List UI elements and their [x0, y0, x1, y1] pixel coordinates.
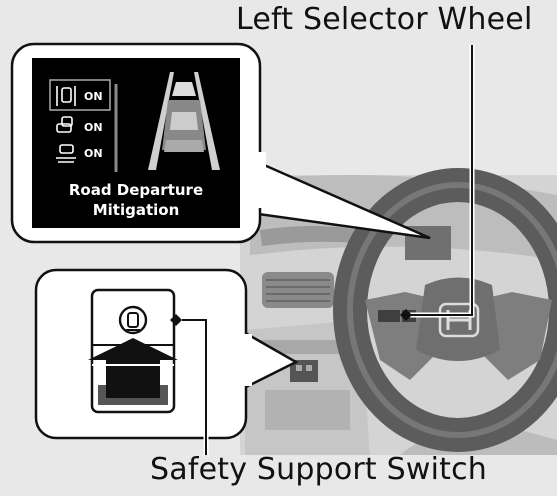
left-selector-wheel-label: Left Selector Wheel — [236, 2, 533, 37]
display-caption-line2: Mitigation — [93, 201, 180, 219]
lane-keep-icon — [56, 86, 76, 106]
safety-support-switch-label: Safety Support Switch — [150, 452, 488, 487]
display-callout: ON ON ON Road Departure Mitigation — [10, 42, 431, 244]
switch-pointer-diamond — [170, 314, 182, 326]
wheel-pointer-diamond — [400, 309, 412, 321]
multi-info-display — [32, 58, 240, 228]
status-lane-keep: ON — [84, 90, 103, 103]
press-arrow — [88, 338, 178, 398]
status-collision-mitigation: ON — [84, 121, 103, 134]
collision-mitigation-icon — [56, 116, 73, 133]
leader-lines — [182, 45, 475, 455]
status-road-departure: ON — [84, 147, 103, 160]
car-in-lane-graphic — [148, 72, 220, 170]
switch-callout — [34, 268, 299, 440]
safety-support-icon — [118, 305, 148, 335]
display-caption-line1: Road Departure — [69, 181, 203, 199]
road-departure-icon — [56, 144, 76, 163]
